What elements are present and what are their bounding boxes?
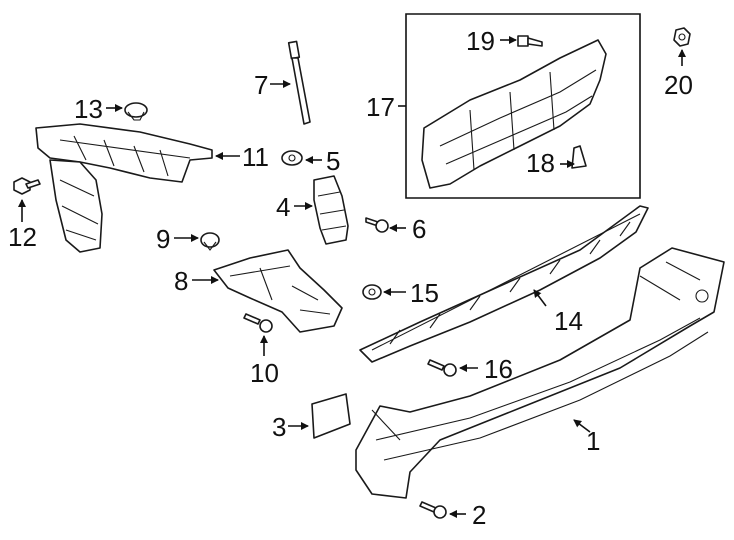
bracket-14 bbox=[359, 205, 649, 363]
callout-12: 12 bbox=[8, 222, 37, 252]
screw-10 bbox=[243, 313, 273, 333]
bracket-11 bbox=[35, 123, 213, 183]
callout-11: 11 bbox=[242, 142, 269, 172]
callout-14: 14 bbox=[554, 306, 583, 336]
callout-7: 7 bbox=[254, 70, 268, 100]
callout-13: 13 bbox=[74, 94, 103, 124]
callout-6: 6 bbox=[412, 214, 426, 244]
clip-15 bbox=[362, 284, 382, 300]
bolt-2 bbox=[419, 501, 447, 519]
bracket-4 bbox=[313, 175, 349, 245]
callout-18: 18 bbox=[526, 148, 555, 178]
bracket-8 bbox=[213, 249, 343, 333]
callout-10: 10 bbox=[250, 358, 279, 388]
clip-9 bbox=[200, 232, 220, 251]
callout-17: 17 bbox=[366, 92, 395, 122]
clip-5 bbox=[281, 150, 303, 166]
pin-7 bbox=[287, 40, 311, 125]
callout-2: 2 bbox=[472, 500, 486, 530]
clip-13 bbox=[124, 102, 148, 121]
bracket-12 bbox=[13, 159, 103, 253]
callout-20: 20 bbox=[664, 70, 693, 100]
callout-5: 5 bbox=[326, 146, 340, 176]
callout-labels: 1 2 3 4 5 6 7 8 9 10 11 12 13 14 15 16 1… bbox=[8, 26, 693, 530]
bolt-19 bbox=[517, 35, 543, 47]
callout-1: 1 bbox=[586, 426, 600, 456]
callout-15: 15 bbox=[410, 278, 439, 308]
callout-3: 3 bbox=[272, 412, 286, 442]
cap-3 bbox=[311, 393, 351, 439]
callout-8: 8 bbox=[174, 266, 188, 296]
screw-16 bbox=[427, 359, 457, 377]
beam-1 bbox=[355, 247, 725, 499]
callout-4: 4 bbox=[276, 192, 290, 222]
callout-16: 16 bbox=[484, 354, 513, 384]
screw-6 bbox=[365, 217, 389, 233]
callout-19: 19 bbox=[466, 26, 495, 56]
callout-9: 9 bbox=[156, 224, 170, 254]
nut-20 bbox=[673, 27, 691, 47]
leader-lines bbox=[18, 36, 686, 518]
